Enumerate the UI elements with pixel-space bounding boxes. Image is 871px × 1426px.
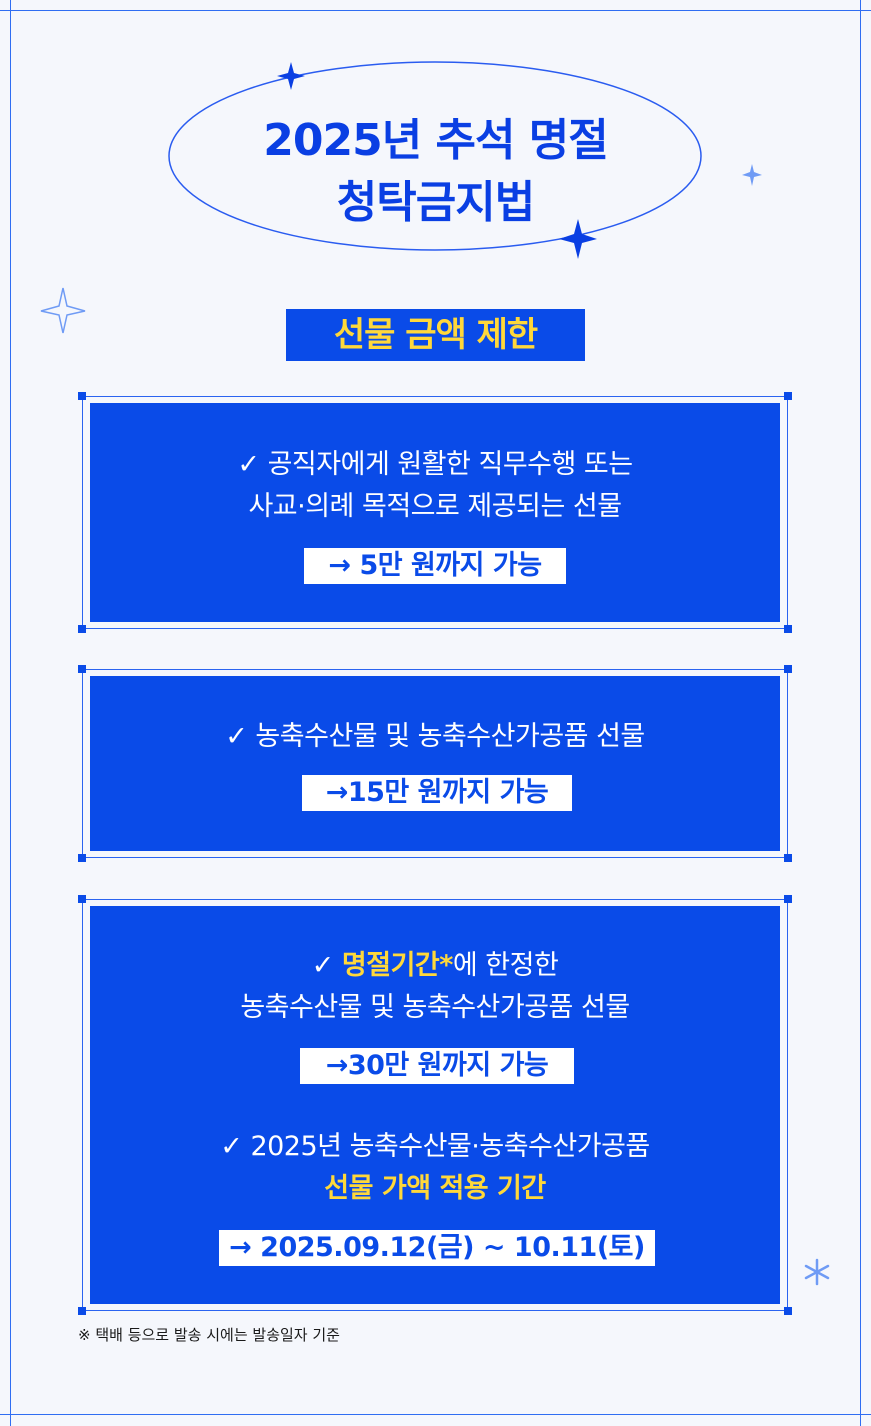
corner-handle (784, 665, 792, 673)
box3-item2-result: → 2025.09.12(금) ~ 10.11(토) (219, 1230, 655, 1266)
section-label: 선물 금액 제한 (286, 309, 585, 361)
box-outline (82, 396, 788, 629)
box2-line1: ✓ 농축수산물 및 농축수산가공품 선물 (82, 714, 788, 753)
corner-handle (784, 392, 792, 400)
check-icon: ✓ (220, 1131, 243, 1162)
info-box-3: ✓ 명절기간*에 한정한 농축수산물 및 농축수산가공품 선물 →30만 원까지… (78, 895, 792, 1315)
sparkle-icon (277, 62, 305, 90)
sparkle-icon (742, 164, 762, 186)
info-box-2: ✓ 농축수산물 및 농축수산가공품 선물 →15만 원까지 가능 (78, 665, 792, 862)
sparkle-icon (559, 219, 597, 259)
corner-handle (784, 1307, 792, 1315)
title-decoration (40, 61, 762, 334)
frame-line-left (10, 0, 11, 1426)
corner-handle (784, 625, 792, 633)
box3-item2-line2: 선물 가액 적용 기간 (324, 1173, 546, 1204)
box-outline (82, 899, 788, 1311)
corner-handle (78, 392, 86, 400)
frame-line-right (860, 0, 861, 1426)
box3-item1-line2: 농축수산물 및 농축수산가공품 선물 (240, 992, 630, 1023)
box3-item1-line1: ✓ 명절기간*에 한정한 (82, 943, 788, 982)
frame-line-top (0, 10, 871, 11)
check-icon: ✓ (225, 721, 248, 752)
holiday-period-highlight: 명절기간* (341, 950, 453, 981)
corner-handle (78, 854, 86, 862)
check-icon: ✓ (311, 950, 335, 981)
box2-line1-text: 농축수산물 및 농축수산가공품 선물 (255, 721, 645, 752)
box1-line2: 사교·의례 목적으로 제공되는 선물 (248, 491, 622, 522)
title-line-2: 청탁금지법 (336, 177, 535, 228)
box-outline (82, 669, 788, 858)
sparkle-icon (40, 287, 86, 334)
info-box-1: ✓ 공직자에게 원활한 직무수행 또는 사교·의례 목적으로 제공되는 선물 →… (78, 392, 792, 633)
box3-item1-result: →30만 원까지 가능 (300, 1048, 574, 1084)
box-fill (90, 403, 780, 622)
footnote: ※ 택배 등으로 발송 시에는 발송일자 기준 (78, 1326, 340, 1344)
box3-item1-rest: 에 한정한 (452, 950, 559, 981)
box2-result: →15만 원까지 가능 (302, 775, 572, 811)
corner-handle (784, 895, 792, 903)
corner-handle (78, 665, 86, 673)
asterisk-icon (804, 1258, 830, 1286)
box1-result: → 5만 원까지 가능 (304, 548, 566, 584)
check-icon: ✓ (237, 449, 260, 480)
box3-item2-line1: ✓ 2025년 농축수산물·농축수산가공품 (82, 1124, 788, 1163)
corner-handle (78, 895, 86, 903)
frame-line-bottom (0, 1414, 871, 1415)
corner-handle (784, 854, 792, 862)
corner-handle (78, 1307, 86, 1315)
corner-handle (78, 625, 86, 633)
box3-item2-line1-text: 2025년 농축수산물·농축수산가공품 (250, 1131, 650, 1162)
box-fill (90, 676, 780, 851)
title-ellipse (168, 61, 702, 251)
title-line-1: 2025년 추석 명절 (263, 115, 609, 166)
box1-line1: ✓ 공직자에게 원활한 직무수행 또는 (82, 442, 788, 481)
box1-line1-text: 공직자에게 원활한 직무수행 또는 (267, 449, 634, 480)
